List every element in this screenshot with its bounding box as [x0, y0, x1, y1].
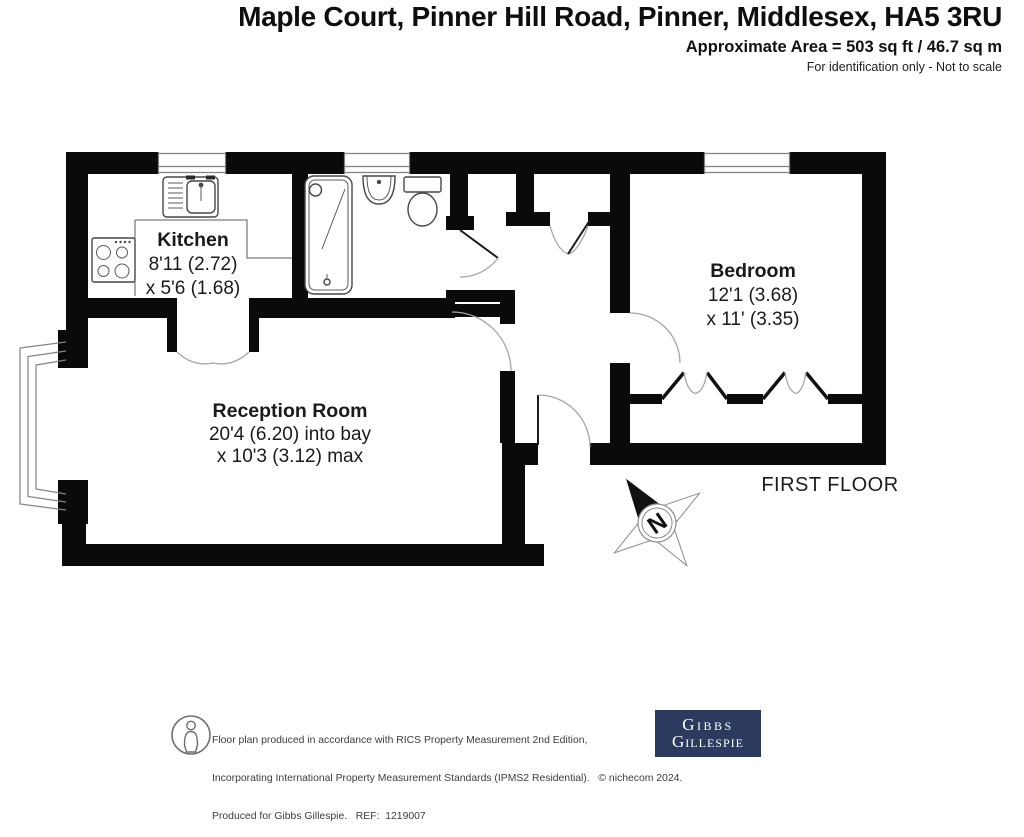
hob-icon — [91, 237, 136, 283]
approximate-area: Approximate Area = 503 sq ft / 46.7 sq m — [685, 38, 1002, 56]
bathroom-window-icon — [343, 152, 411, 174]
room-labels: Kitchen 8'11 (2.72) x 5'6 (1.68) Bedroom… — [146, 229, 800, 467]
floorplan-page: { "header": { "title": "Maple Court, Pin… — [19, 1, 1003, 823]
page-title: Maple Court, Pinner Hill Road, Pinner, M… — [238, 1, 1002, 32]
bay-window-icon — [19, 341, 67, 511]
kitchen-sink-icon — [162, 175, 219, 218]
footer-line-1: Floor plan produced in accordance with R… — [212, 734, 588, 746]
compass-icon: N — [612, 478, 702, 568]
entrance-door-icon — [537, 394, 591, 448]
bathtub-icon — [304, 175, 353, 295]
logo-line-1: Gibbs — [682, 715, 734, 734]
floor-label: FIRST FLOOR — [761, 474, 898, 496]
bedroom-window-icon — [703, 152, 791, 174]
logo-line-2: Gillespie — [672, 732, 744, 751]
hall-cupboard-doors-icon — [549, 219, 591, 255]
kitchen-window-icon — [157, 152, 227, 174]
person-scale-icon — [171, 715, 211, 755]
bedroom-dim1: 12'1 (3.68) — [708, 285, 798, 306]
kitchen-dim1: 8'11 (2.72) — [149, 254, 238, 275]
reception-dim2: x 10'3 (3.12) max — [217, 446, 364, 467]
header: Maple Court, Pinner Hill Road, Pinner, M… — [238, 1, 1002, 74]
reception-label: Reception Room — [213, 400, 368, 422]
bedroom-door-icon — [629, 312, 681, 364]
bedroom-label: Bedroom — [710, 260, 796, 282]
reception-dim1: 20'4 (6.20) into bay — [209, 424, 372, 445]
bedroom-dim2: x 11' (3.35) — [706, 309, 799, 330]
wardrobe-bifold-doors-icon — [660, 371, 830, 401]
kitchen-dim2: x 5'6 (1.68) — [146, 278, 240, 299]
floorplan-drawing: Kitchen 8'11 (2.72) x 5'6 (1.68) Bedroom… — [19, 152, 898, 568]
bathroom-door-icon — [459, 229, 499, 278]
footer-line-3: Produced for Gibbs Gillespie. REF: 12190… — [212, 811, 426, 823]
gibbs-gillespie-logo: Gibbs Gillespie — [655, 710, 761, 757]
toilet-icon — [403, 176, 442, 227]
footer-disclaimer: Floor plan produced in accordance with R… — [212, 709, 682, 837]
kitchen-double-door-icon — [176, 351, 250, 365]
kitchen-label: Kitchen — [157, 229, 229, 251]
walls — [58, 152, 886, 566]
footer-line-2: Incorporating International Property Mea… — [212, 772, 683, 784]
basin-icon — [362, 175, 396, 205]
identification-note: For identification only - Not to scale — [806, 60, 1002, 74]
reception-door-icon — [451, 311, 512, 372]
